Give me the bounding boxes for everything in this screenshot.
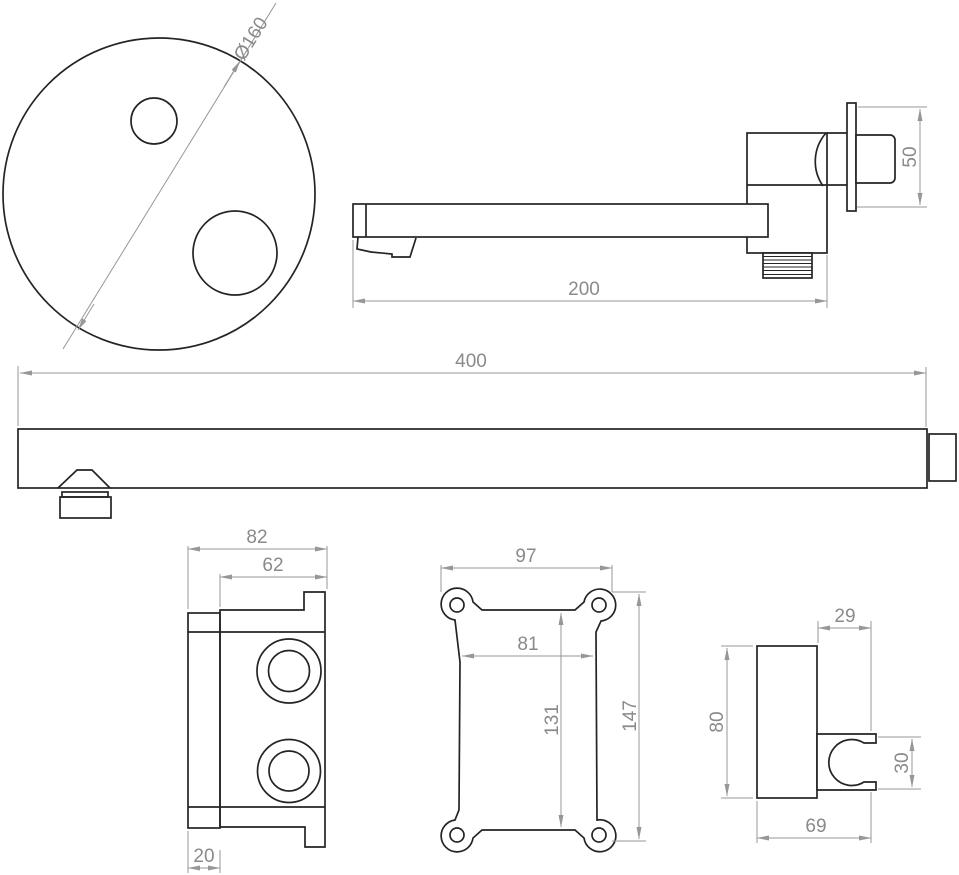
plate-large-knob-hole — [192, 210, 278, 296]
dim-label-valve-total-width: 82 — [246, 527, 267, 548]
dim-label-plate-diameter: Ø160 — [230, 14, 272, 65]
plate-small-knob-hole — [130, 97, 178, 145]
dim-label-outlet-height: 50 — [900, 146, 921, 167]
control-plate-front-view: Ø160 — [2, 2, 316, 351]
nozzle-body — [59, 496, 112, 519]
holder-clip — [816, 733, 877, 791]
mounting-plate-front-view: 97 81 131 147 — [440, 546, 646, 853]
valve-main-body — [219, 591, 326, 848]
dim-label-arm-length: 400 — [455, 351, 487, 372]
screw-hole-top-left — [449, 597, 465, 613]
spout-arm-bar — [352, 203, 769, 238]
wall-inlet-stub — [855, 134, 896, 184]
upper-knob-outer — [256, 638, 322, 704]
dim-label-plate-outer-height: 147 — [620, 700, 641, 732]
diameter-dimension-line — [62, 2, 277, 350]
plate-outer-circle — [2, 37, 316, 351]
dim-label-valve-flange-depth: 20 — [193, 846, 214, 867]
valve-wall-flange-strip — [187, 612, 221, 829]
dim-label-plate-outer-width: 97 — [515, 546, 536, 567]
dim-label-clip-height: 30 — [892, 752, 913, 773]
threaded-outlet — [762, 252, 813, 279]
lower-knob-inner — [268, 750, 310, 792]
dim-label-clip-depth: 29 — [834, 606, 855, 627]
screw-hole-bottom-left — [449, 827, 465, 843]
diameter-arrow-upper — [223, 60, 241, 88]
handset-holder-side-view: 29 80 30 69 — [707, 606, 921, 843]
arm-wall-connector — [928, 433, 957, 482]
connector-fillet-arc — [814, 132, 827, 187]
dim-label-valve-body-width: 62 — [262, 555, 283, 576]
shower-arm-side-view: 400 — [17, 351, 957, 519]
arm-bar — [17, 428, 928, 489]
spray-nozzle-mount — [57, 469, 111, 489]
wall-spout-side-view: 200 50 — [352, 102, 927, 308]
wall-escutcheon-plate — [846, 102, 857, 212]
holder-body — [756, 645, 818, 799]
dim-label-holder-depth: 69 — [805, 816, 826, 837]
dim-label-plate-inner-height: 131 — [542, 704, 563, 736]
diameter-arrow-lower — [77, 303, 95, 331]
dim-label-spout-length: 200 — [568, 279, 600, 300]
lower-knob-outer — [256, 738, 322, 804]
screw-hole-bottom-right — [591, 827, 607, 843]
valve-body-side-view: 82 62 20 — [187, 527, 328, 873]
dim-label-holder-height: 80 — [707, 711, 728, 732]
plate-outline — [440, 587, 617, 853]
upper-knob-inner — [267, 649, 311, 693]
spout-aerator-tip — [356, 236, 417, 258]
dim-label-plate-inner-width: 81 — [517, 634, 538, 655]
screw-hole-top-right — [591, 597, 607, 613]
